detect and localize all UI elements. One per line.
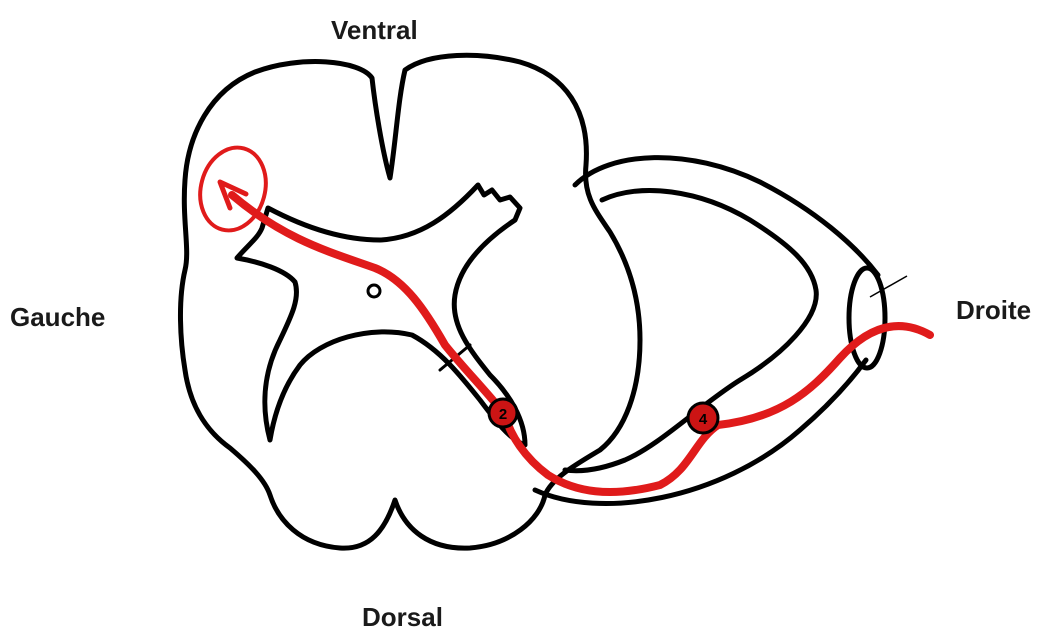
- spinal-cord: [180, 55, 640, 548]
- grey-matter: [237, 185, 525, 445]
- nerve-tick: [870, 276, 907, 297]
- marker-2: 2: [489, 399, 517, 427]
- droite-label: Droite: [956, 297, 1031, 323]
- ventral-label: Ventral: [331, 17, 418, 43]
- pathway-line: [232, 195, 930, 492]
- grey-matter-outline: [237, 185, 525, 445]
- spinal-nerve: [535, 158, 885, 504]
- central-canal: [368, 285, 380, 297]
- marker-4-label: 4: [699, 411, 708, 428]
- dorsal-label: Dorsal: [362, 604, 443, 630]
- nerve-cut-end: [849, 268, 885, 368]
- gauche-label: Gauche: [10, 304, 105, 330]
- marker-4: 4: [688, 403, 718, 433]
- cord-outline: [180, 55, 640, 548]
- marker-2-label: 2: [499, 406, 507, 423]
- sensory-pathway: [191, 140, 930, 492]
